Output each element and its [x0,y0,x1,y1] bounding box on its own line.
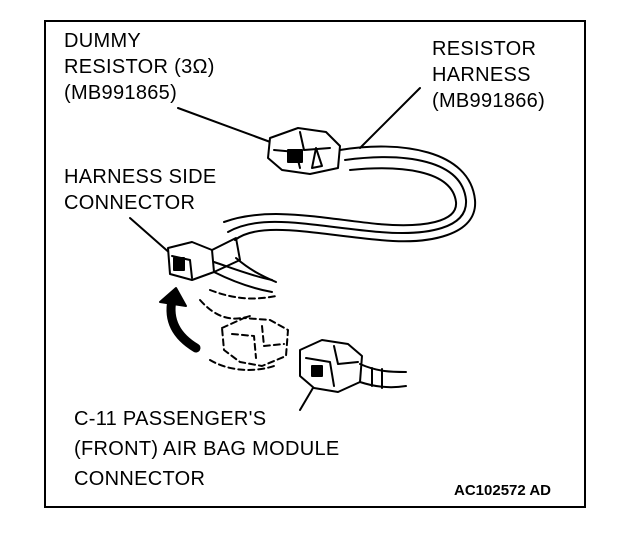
airbag-connector-label-line1: C-11 PASSENGER'S [74,408,267,430]
airbag-connector-label-line3: CONNECTOR [74,468,206,490]
harness-side-connector-label-line2: CONNECTOR [64,192,196,214]
resistor-harness-wires [223,145,477,243]
harness-side-connector-label-line1: HARNESS SIDE [64,166,217,188]
harness-side-connector-label: HARNESS SIDE CONNECTOR [64,164,217,216]
figure-code: AC102572 AD [454,482,551,499]
reconnect-arrow [159,287,201,353]
airbag-module-connector [299,339,407,393]
harness-side-cable [235,257,277,283]
dummy-resistor-label-line3: (MB991865) [64,82,178,104]
resistor-harness-label-line3: (MB991866) [432,90,546,112]
resistor-harness-label: RESISTOR HARNESS (MB991866) [432,36,545,114]
airbag-connector-label: C-11 PASSENGER'S (FRONT) AIR BAG MODULE … [74,404,340,494]
resistor-harness-label-line1: RESISTOR [432,38,537,60]
resistor-harness-label-line2: HARNESS [432,64,531,86]
diagram-frame [44,20,586,508]
dummy-resistor-label: DUMMY RESISTOR (3Ω) (MB991865) [64,28,215,106]
dummy-resistor-label-line2: RESISTOR (3Ω) [64,56,215,78]
harness-side-connector [167,237,273,293]
original-connector-outline [199,289,289,371]
airbag-connector-label-line2: (FRONT) AIR BAG MODULE [74,438,340,460]
dummy-resistor-label-line1: DUMMY [64,30,142,52]
dummy-resistor-connector [267,127,341,175]
leader-resistor-harness [359,87,421,149]
